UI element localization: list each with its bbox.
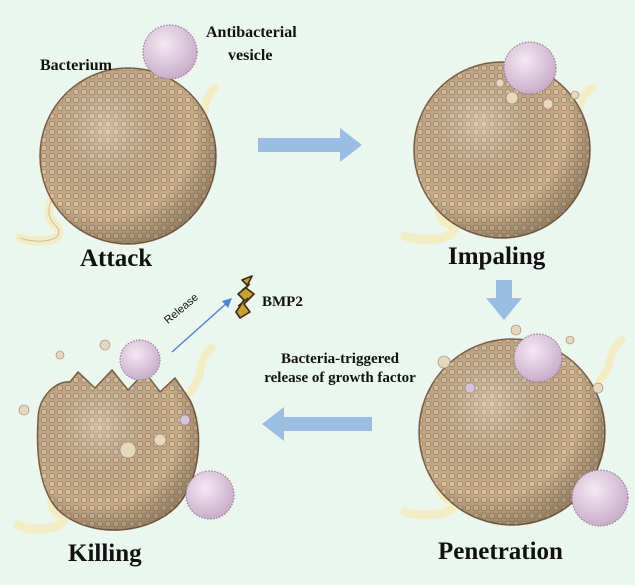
stage-title-attack: Attack	[80, 245, 153, 272]
antibacterial-vesicle	[503, 41, 557, 95]
stage-title-penetration: Penetration	[438, 538, 563, 565]
arrow-head-icon	[222, 298, 232, 308]
antibacterial-vesicle	[185, 470, 235, 520]
stage-title-impaling: Impaling	[448, 243, 546, 270]
antibacterial-vesicle	[119, 339, 161, 381]
release-arrow	[171, 301, 229, 353]
bmp2-molecule-icon	[235, 275, 255, 319]
bmp2-label: BMP2	[262, 294, 303, 310]
penetration-stage	[400, 324, 629, 527]
flagellum	[186, 344, 216, 396]
caption-line2: release of growth factor	[264, 370, 416, 386]
killing-stage	[13, 339, 235, 534]
arrow-down-icon	[486, 280, 522, 320]
caption: Bacteria-triggered release of growth fac…	[250, 350, 430, 388]
bacterium-label: Bacterium	[40, 57, 112, 74]
arrow-right-icon	[258, 128, 362, 162]
attack-stage	[15, 24, 219, 246]
stage-title-killing: Killing	[68, 540, 142, 567]
vesicle-label-line2: vesicle	[228, 47, 273, 64]
antibacterial-vesicle	[142, 24, 198, 80]
antibacterial-vesicle	[571, 469, 629, 527]
antibacterial-vesicle	[513, 333, 563, 383]
impaling-stage	[400, 41, 596, 244]
arrow-left-icon	[262, 407, 372, 441]
vesicle-label-line1: Antibacterial	[206, 24, 297, 41]
flagellum	[596, 336, 626, 384]
caption-line1: Bacteria-triggered	[280, 351, 399, 367]
